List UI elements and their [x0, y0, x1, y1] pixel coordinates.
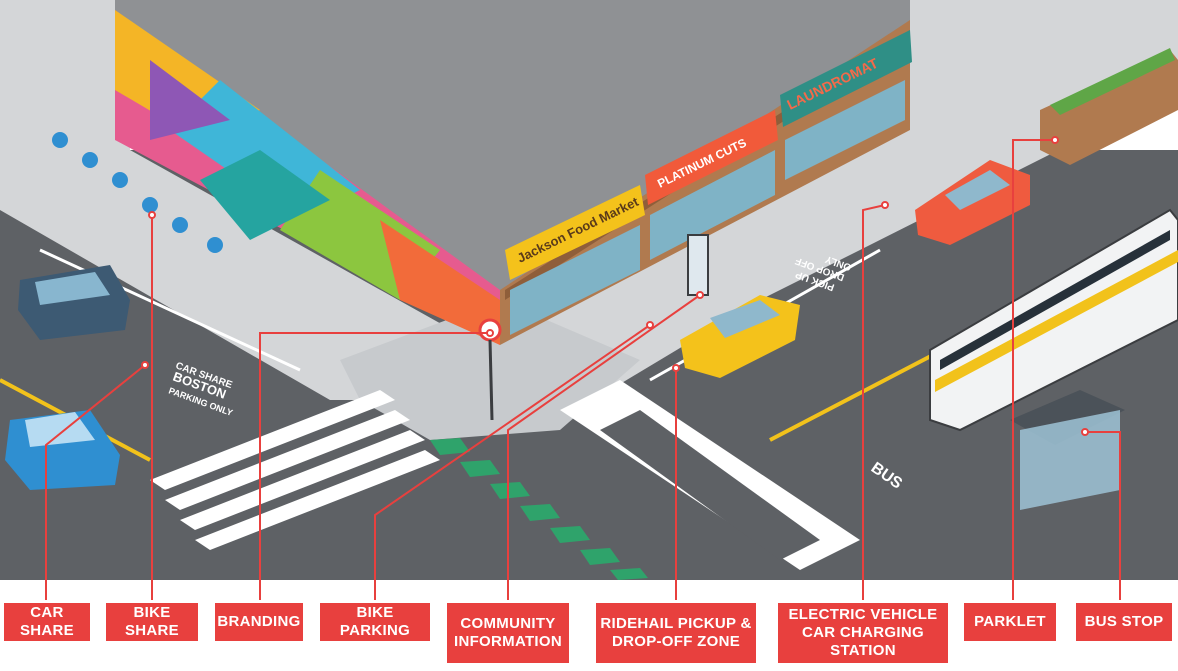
- leader-ev-charging: [862, 204, 886, 600]
- leader-parklet: [1012, 139, 1055, 600]
- label-parklet[interactable]: PARKLET: [964, 603, 1056, 641]
- yellow-taxi: [680, 295, 800, 378]
- leader-branding: [259, 332, 490, 600]
- crosswalk-left: [150, 390, 440, 550]
- barber-awning: [645, 110, 778, 205]
- bike-lane-markings: [430, 438, 648, 580]
- bike-share-station: [52, 132, 223, 253]
- label-bike-share[interactable]: BIKE SHARE: [106, 603, 198, 641]
- electric-vehicle: [915, 160, 1030, 245]
- sidewalk-top-left: [0, 0, 140, 80]
- leader-community-information: [507, 294, 701, 600]
- leader-bike-parking: [374, 324, 651, 600]
- laundromat-awning: [780, 30, 912, 127]
- parklet-structure: [1040, 48, 1178, 165]
- leader-car-share: [45, 364, 146, 600]
- label-bike-parking[interactable]: BIKE PARKING: [320, 603, 430, 641]
- leader-bus-stop: [1085, 431, 1121, 600]
- label-car-share[interactable]: CAR SHARE: [4, 603, 90, 641]
- label-branding[interactable]: BRANDING: [215, 603, 303, 641]
- label-community-information[interactable]: COMMUNITY INFORMATION: [447, 603, 569, 663]
- label-ev-charging[interactable]: ELECTRIC VEHICLE CAR CHARGING STATION: [778, 603, 948, 663]
- bus-shelter: [1010, 390, 1125, 510]
- crosswalk-right: [560, 380, 860, 570]
- leader-lines: [45, 139, 1121, 600]
- blue-minivan: [18, 265, 130, 340]
- building-roof: [115, 0, 910, 320]
- city-bus: [929, 208, 1178, 432]
- market-awning: [505, 185, 645, 280]
- community-kiosk: [687, 234, 709, 296]
- label-bus-stop[interactable]: BUS STOP: [1076, 603, 1172, 641]
- label-ridehail[interactable]: RIDEHAIL PICKUP & DROP-OFF ZONE: [596, 603, 756, 663]
